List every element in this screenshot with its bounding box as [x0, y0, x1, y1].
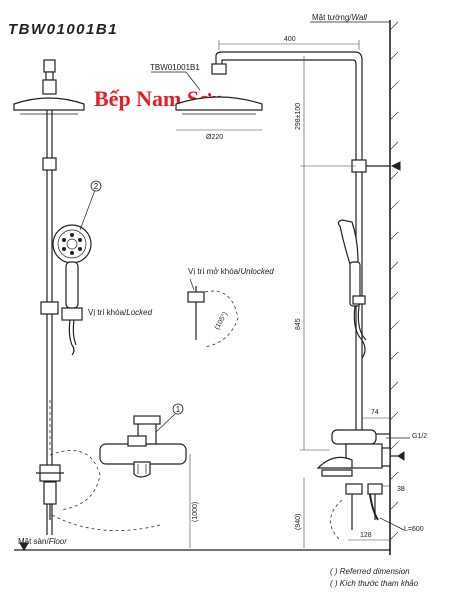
- angle-label: (105°): [213, 310, 229, 331]
- note-referred: ( ) Referred dimension: [330, 567, 410, 576]
- svg-text:Vị trí mở khóa/Unlocked: Vị trí mở khóa/Unlocked: [188, 267, 274, 276]
- lock-detail: Vị trí mở khóa/Unlocked Vị trí khóa/Lock…: [88, 267, 274, 348]
- dim-lhose: L=600: [404, 526, 424, 533]
- floor-label-en: Floor: [49, 537, 68, 546]
- callout-1: 1: [176, 405, 181, 414]
- dim-845: 845: [295, 318, 302, 330]
- wall-label: Mặt tường/: [312, 13, 352, 22]
- dim-g12: G1/2: [412, 433, 427, 440]
- dim-400: 400: [284, 36, 296, 43]
- dim-298: 298±100: [295, 103, 302, 130]
- mixer-front-view: 1 (1000): [99, 403, 199, 548]
- locked-label-en: Locked: [126, 308, 152, 317]
- dim-38: 38: [397, 486, 405, 493]
- floor-label: Mặt sàn/: [18, 537, 49, 546]
- svg-text:Vị trí khóa/Locked: Vị trí khóa/Locked: [88, 308, 153, 317]
- front-view: 2: [13, 59, 161, 535]
- svg-text:Mặt tường/Wall: Mặt tường/Wall: [312, 13, 367, 22]
- side-view: Mặt tường/Wall 400 Ø220 298±100 845: [175, 13, 427, 555]
- note-ref-vi: ( ) Kích thước tham khảo: [330, 579, 419, 588]
- dim-220: Ø220: [206, 134, 223, 141]
- callout-2: 2: [94, 182, 99, 191]
- wall-label-en: Wall: [352, 13, 368, 22]
- dim-128: 128: [360, 532, 372, 539]
- unlocked-label: Vị trí mở khóa/: [188, 267, 241, 276]
- model-title: TBW01001B1: [8, 21, 118, 38]
- svg-text:Mặt sàn/Floor: Mặt sàn/Floor: [18, 537, 67, 546]
- floor-line: Mặt sàn/Floor: [14, 537, 390, 552]
- locked-label: Vị trí khóa/: [88, 308, 127, 317]
- dim-940: (940): [295, 514, 302, 530]
- dim-1000: (1000): [192, 502, 199, 522]
- unlocked-label-en: Unlocked: [240, 267, 274, 276]
- hand-shower-icon: [52, 224, 92, 356]
- dim-74: 74: [371, 409, 379, 416]
- overhead-shower-icon: [13, 97, 85, 111]
- callout-model: TBW01001B1: [150, 63, 200, 72]
